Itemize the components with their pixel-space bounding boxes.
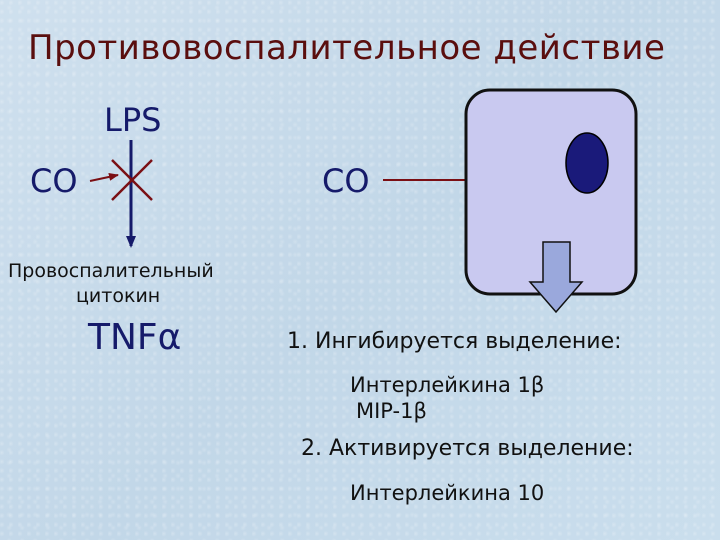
activated-heading: 2. Активируется выделение: (301, 436, 634, 461)
inhibited-heading: 1. Ингибируется выделение: (287, 329, 622, 354)
proinflammatory-label-line2: цитокин (76, 285, 161, 307)
co-left-label: CO (30, 162, 78, 200)
co-left-arrow (89, 172, 119, 182)
slide-title: Противовоспалительное действие (28, 28, 666, 68)
cell-output-arrow (528, 241, 584, 314)
inhibited-item-mip1b: MIP-1β (356, 399, 427, 423)
inhibited-item-il1b: Интерлейкина 1β (350, 373, 545, 397)
cell-nucleus (565, 132, 609, 194)
lps-label: LPS (104, 101, 162, 139)
proinflammatory-label-line1: Провоспалительный (8, 260, 214, 282)
tnf-label: TNFα (88, 317, 182, 358)
co-right-label: CO (322, 162, 370, 200)
activated-item-il10: Интерлейкина 10 (350, 481, 545, 505)
block-cross-icon (111, 159, 153, 201)
